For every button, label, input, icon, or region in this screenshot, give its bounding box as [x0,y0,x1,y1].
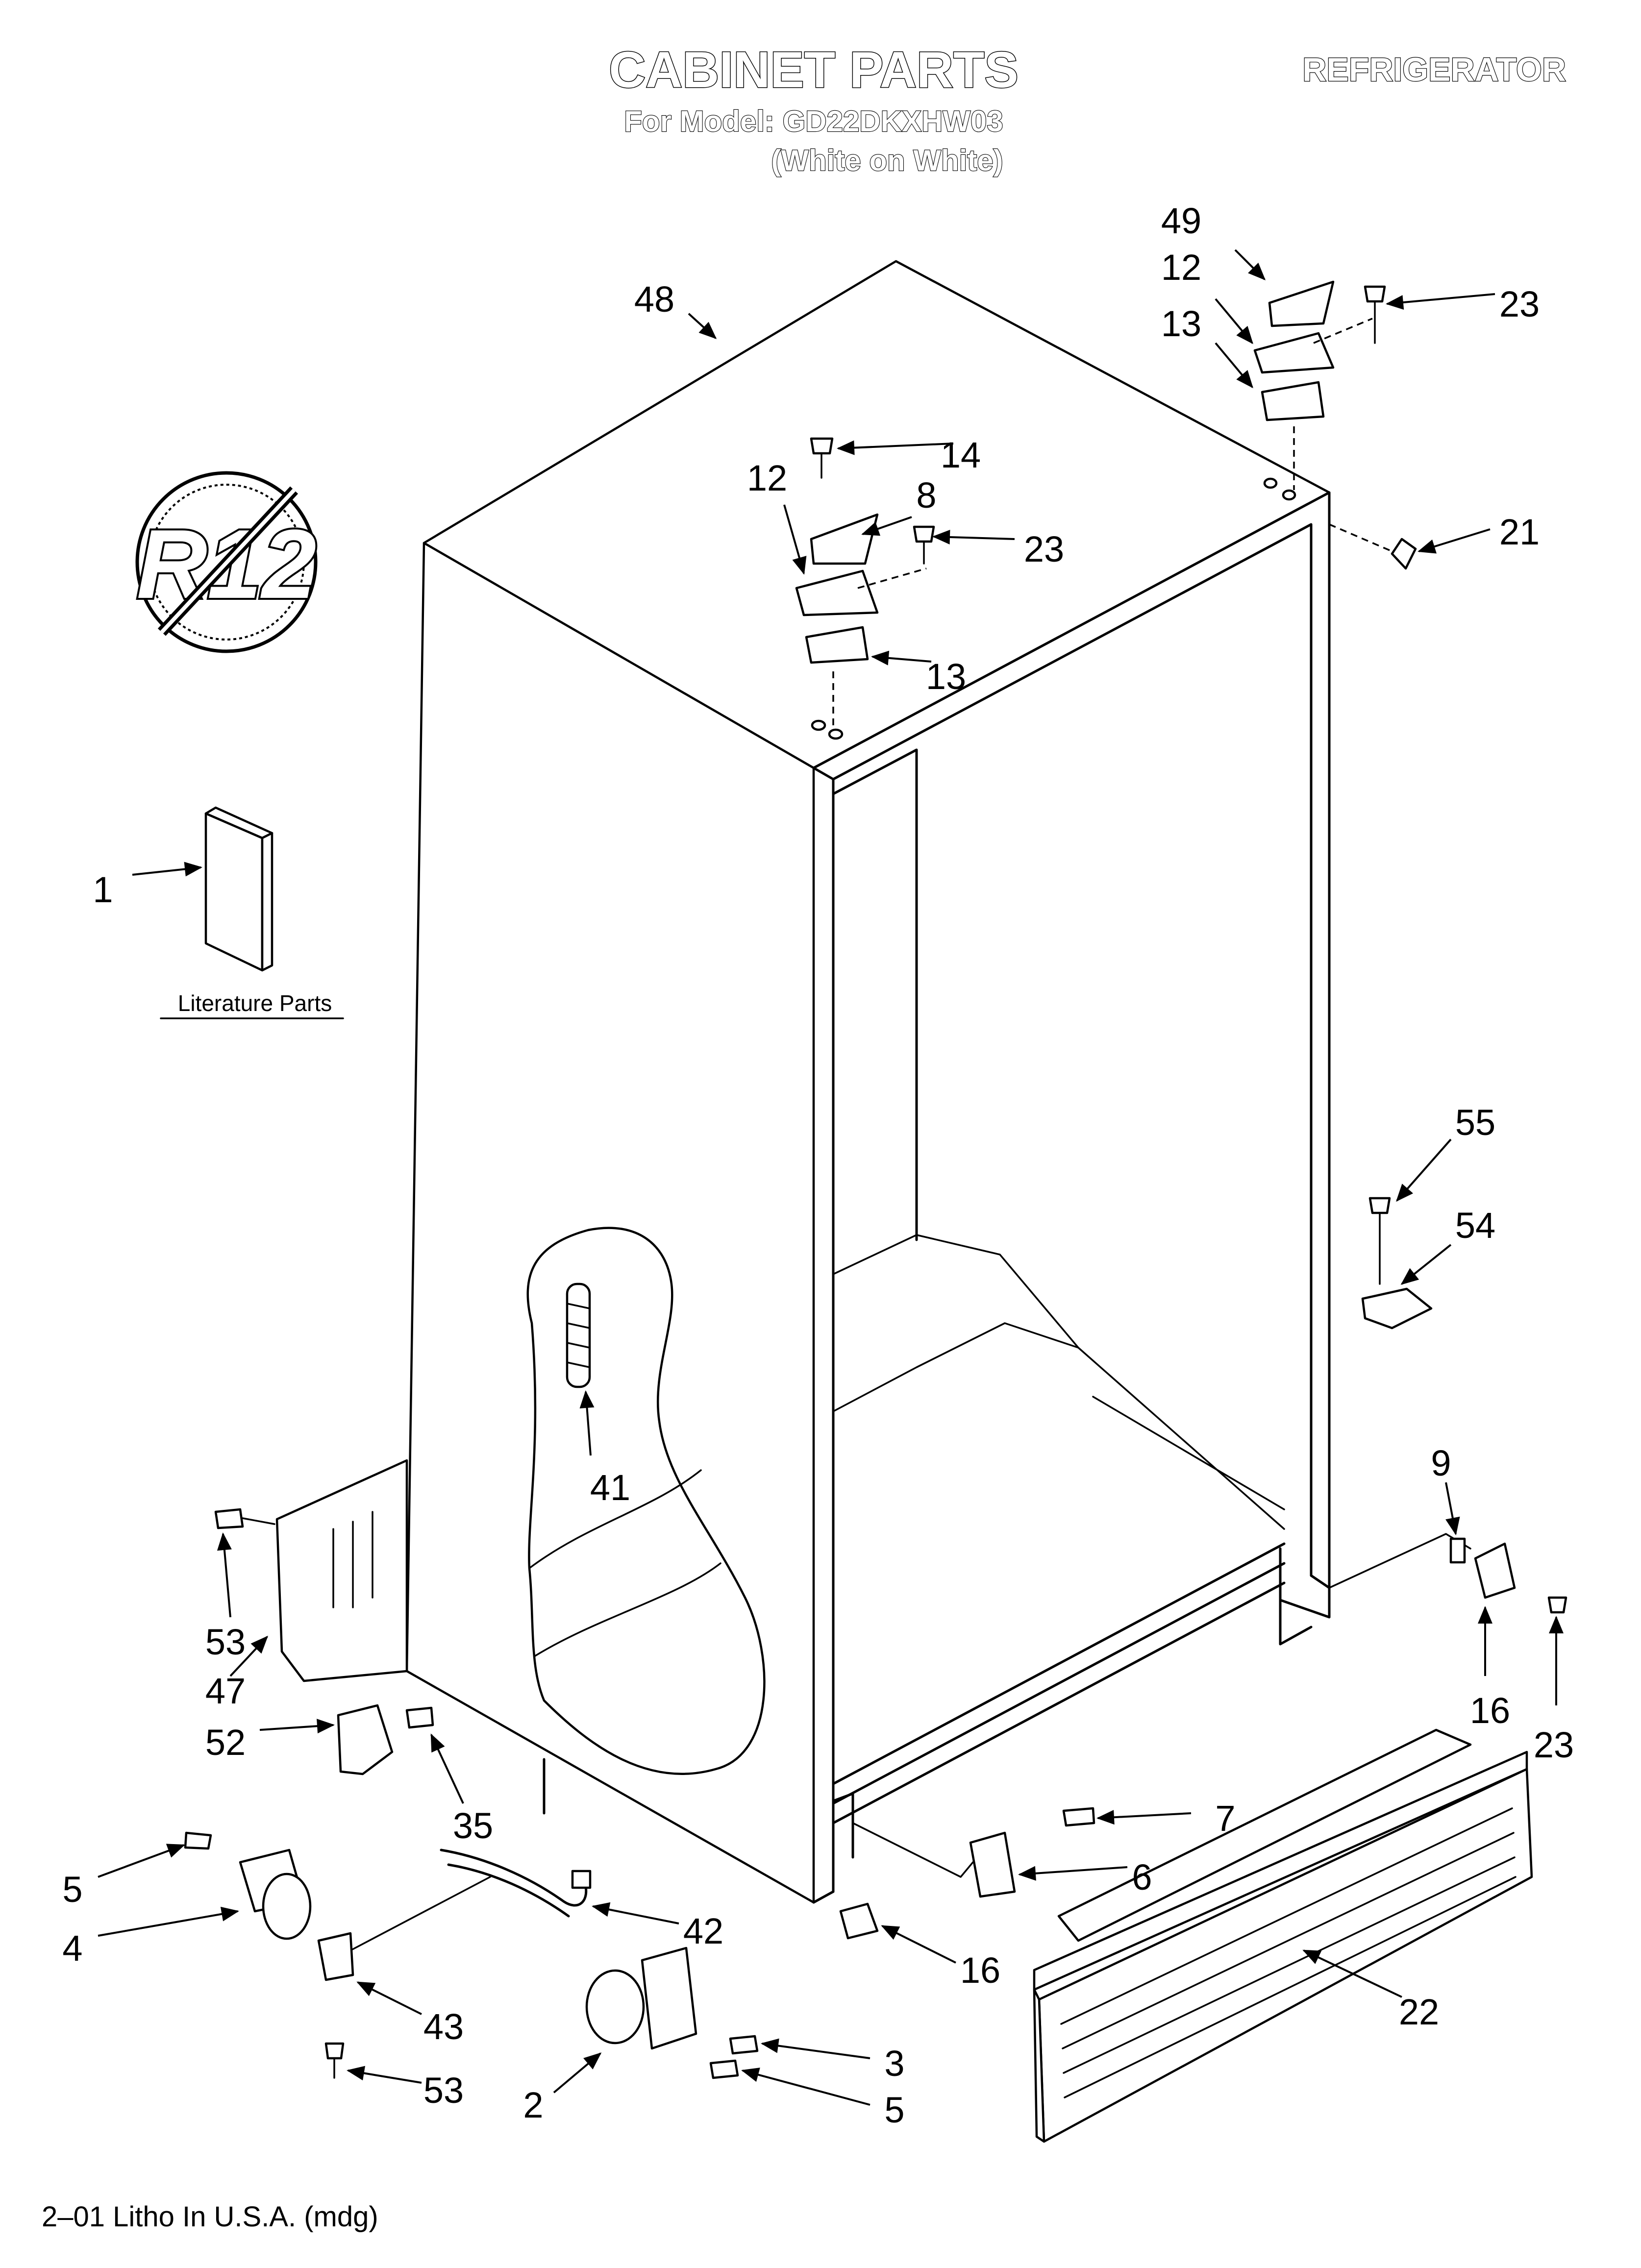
callout-53: 53 [205,1622,246,1662]
model-number: For Model: GD22DKXHW03 [624,105,1003,138]
callout-leader-14 [837,440,954,455]
callout-leader-23 [932,530,1015,544]
callout-leader-7 [1096,1810,1192,1825]
callout-leader-16 [881,1925,956,1964]
callout-leader-49 [1234,249,1266,281]
part-22-grille [1033,1728,1533,2143]
callout-9: 9 [1431,1443,1451,1483]
callout-55: 55 [1455,1102,1495,1143]
callout-leader-3 [761,2038,870,2059]
part-43-clip [317,1932,354,2079]
callout-49: 49 [1161,200,1201,241]
callout-leader-13 [1215,342,1253,389]
callout-42: 42 [683,1911,723,1951]
callout-leader-23 [1386,293,1495,310]
part-2-roller [585,1947,759,2079]
callout-23: 23 [1499,284,1540,324]
callout-1: 1 [93,869,113,910]
literature-parts-label: Literature Parts [178,990,332,1016]
callout-7: 7 [1215,1798,1235,1839]
callout-leader-4 [98,1906,239,1937]
appliance-type: REFRIGERATOR [1302,51,1566,88]
callout-leader-12 [1215,298,1253,345]
callout-leader-21 [1417,528,1491,554]
callout-leader-41 [579,1390,595,1456]
callout-8: 8 [916,475,936,516]
callout-leader-35 [430,1733,464,1804]
literature-booklet [204,806,274,972]
part-6-bracket [969,1807,1095,1898]
callout-leader-22 [1302,1949,1402,1998]
top-hinge-left [795,437,935,740]
callout-16: 16 [1470,1690,1510,1731]
callout-12: 12 [1161,247,1201,288]
callout-21: 21 [1499,512,1540,552]
callout-3: 3 [884,2043,904,2084]
callout-leader-42 [592,1902,679,1924]
callout-35: 35 [453,1805,493,1846]
callout-leader-52 [259,1719,335,1734]
callout-leader-13 [871,650,932,666]
part-54-55 [1361,1197,1433,1330]
callout-leader-48 [688,313,717,340]
callout-6: 6 [1132,1857,1152,1898]
callout-12: 12 [747,458,787,498]
callout-41: 41 [590,1467,630,1508]
callout-53: 53 [423,2070,464,2111]
part-47-rear-bracket [214,1459,408,1682]
callout-14: 14 [941,435,981,475]
callout-4: 4 [62,1928,82,1969]
callout-leader-53 [217,1532,232,1618]
callout-leader-47 [229,1635,269,1677]
top-hinge-right [1253,280,1417,570]
callout-23: 23 [1534,1725,1574,1765]
callout-leader-55 [1396,1138,1452,1202]
callout-5: 5 [62,1869,82,1910]
color-variant: (White on White) [771,144,1003,177]
callout-43: 43 [423,2006,464,2047]
callout-leader-2 [553,2052,602,2094]
callout-13: 13 [926,656,966,697]
callout-leader-5 [98,1844,185,1878]
callout-13: 13 [1161,303,1201,344]
callout-22: 22 [1399,1992,1439,2032]
callout-leader-5 [741,2068,870,2106]
no-r12-refrigerant-icon: R12 [135,471,318,653]
callout-leader-1 [132,862,202,877]
callout-2: 2 [523,2085,543,2125]
callout-leader-9 [1445,1482,1460,1535]
callout-leader-6 [1018,1866,1128,1881]
part-42-water-line [349,1849,592,1951]
callout-23: 23 [1024,529,1064,569]
callout-54: 54 [1455,1205,1495,1246]
part-41-coil [566,1282,591,1388]
part-52-bracket [337,1704,434,1775]
callout-16: 16 [960,1950,1000,1991]
callout-leader-43 [356,1981,422,2015]
callout-47: 47 [205,1671,246,1711]
part-4-roller [184,1831,312,1940]
callout-leader-53 [347,2066,422,2084]
callout-leader-12 [783,504,807,575]
page-title: CABINET PARTS [609,42,1019,99]
part-16-bracket [839,1537,1567,1940]
callout-leader-8 [861,516,912,536]
callout-5: 5 [884,2090,904,2130]
callout-48: 48 [634,279,674,320]
callout-leader-54 [1400,1244,1452,1285]
callout-52: 52 [205,1722,246,1763]
footer-print-info: 2–01 Litho In U.S.A. (mdg) [42,2201,378,2233]
